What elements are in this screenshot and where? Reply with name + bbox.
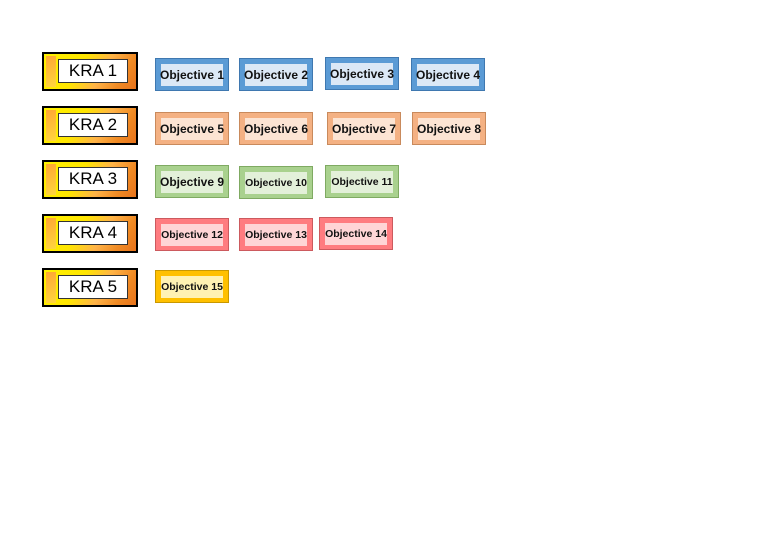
kra-decoration	[46, 164, 56, 195]
kra-decoration	[46, 218, 56, 249]
kra-box-4: KRA 4	[42, 214, 138, 253]
objective-box-7: Objective 7	[327, 112, 401, 145]
kra-box-2: KRA 2	[42, 106, 138, 145]
objective-box-15: Objective 15	[155, 270, 229, 303]
objective-box-3: Objective 3	[325, 57, 399, 90]
objective-box-2: Objective 2	[239, 58, 313, 91]
objective-label: Objective 11	[331, 171, 393, 193]
objective-label: Objective 8	[417, 118, 481, 140]
objective-box-1: Objective 1	[155, 58, 229, 91]
objective-label: Objective 4	[416, 64, 480, 86]
objective-box-4: Objective 4	[411, 58, 485, 91]
kra-box-1: KRA 1	[42, 52, 138, 91]
objective-label: Objective 5	[160, 118, 224, 140]
objective-box-14: Objective 14	[319, 217, 393, 250]
objective-box-5: Objective 5	[155, 112, 229, 145]
objective-label: Objective 15	[161, 276, 223, 298]
kra-box-5: KRA 5	[42, 268, 138, 307]
objective-label: Objective 1	[160, 64, 224, 86]
kra-label: KRA 2	[58, 113, 128, 137]
objective-label: Objective 2	[244, 64, 308, 86]
objective-label: Objective 12	[161, 224, 223, 246]
kra-decoration	[46, 110, 56, 141]
objective-label: Objective 13	[245, 224, 307, 246]
kra-label: KRA 3	[58, 167, 128, 191]
kra-decoration	[46, 56, 56, 87]
objective-box-12: Objective 12	[155, 218, 229, 251]
kra-label: KRA 4	[58, 221, 128, 245]
kra-decoration	[46, 272, 56, 303]
objective-label: Objective 14	[325, 223, 387, 245]
objective-label: Objective 3	[330, 63, 394, 85]
objective-box-8: Objective 8	[412, 112, 486, 145]
objective-box-11: Objective 11	[325, 165, 399, 198]
objective-label: Objective 6	[244, 118, 308, 140]
objective-box-10: Objective 10	[239, 166, 313, 199]
objective-box-9: Objective 9	[155, 165, 229, 198]
objective-label: Objective 10	[245, 172, 307, 194]
kra-label: KRA 1	[58, 59, 128, 83]
objective-label: Objective 7	[332, 118, 396, 140]
objective-label: Objective 9	[160, 171, 224, 193]
objective-box-6: Objective 6	[239, 112, 313, 145]
kra-box-3: KRA 3	[42, 160, 138, 199]
objective-box-13: Objective 13	[239, 218, 313, 251]
kra-label: KRA 5	[58, 275, 128, 299]
